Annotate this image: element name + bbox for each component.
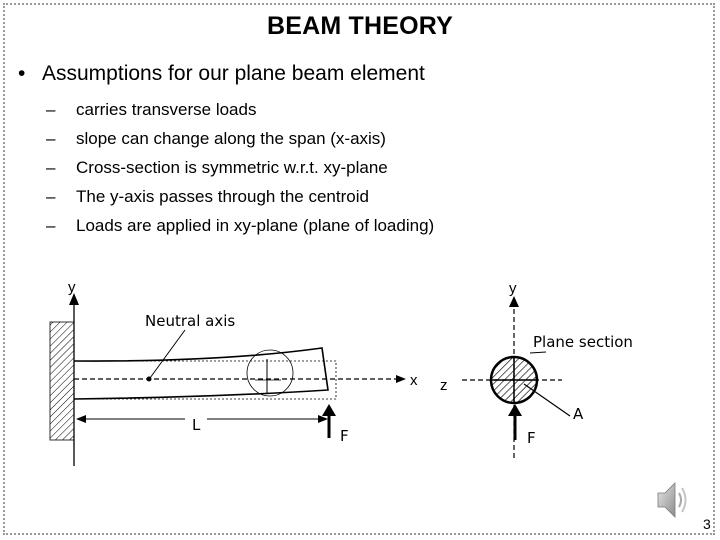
list-item: – slope can change along the span (x-axis… — [46, 124, 434, 153]
z-axis-label: z — [440, 377, 448, 394]
list-item-text: slope can change along the span (x-axis) — [76, 129, 386, 148]
bullet-symbol: • — [18, 62, 26, 85]
deformed-beam — [73, 347, 329, 400]
area-label: A — [573, 405, 584, 423]
list-item-text: Cross-section is symmetric w.r.t. xy-pla… — [76, 158, 388, 177]
length-label-bg — [185, 410, 207, 430]
speaker-icon[interactable] — [655, 478, 691, 522]
neutral-axis-dot — [146, 376, 152, 382]
list-item: – carries transverse loads — [46, 95, 434, 124]
plane-section-label: Plane section — [533, 333, 633, 351]
fixed-support — [49, 321, 75, 441]
list-item-text: The y-axis passes through the centroid — [76, 187, 369, 206]
dash-symbol: – — [46, 100, 56, 119]
dash-symbol: – — [46, 158, 56, 177]
neutral-axis-leader — [149, 329, 186, 379]
list-item-text: Loads are applied in xy-plane (plane of … — [76, 216, 435, 235]
list-item: – The y-axis passes through the centroid — [46, 182, 434, 211]
main-bullet: • Assumptions for our plane beam element — [18, 62, 425, 86]
slide-title: BEAM THEORY — [266, 12, 453, 40]
beam-y-label: y — [68, 279, 76, 296]
area-leader — [523, 383, 571, 417]
tip-force-label: F — [340, 427, 349, 445]
beam-x-axis — [74, 375, 406, 383]
page-number: 3 — [703, 516, 711, 532]
section-force-label: F — [527, 429, 536, 447]
tip-force-arrow — [322, 404, 336, 438]
slide-border — [3, 3, 715, 535]
assumption-list: – carries transverse loads – slope can cha… — [46, 95, 434, 240]
detail-circle — [246, 349, 294, 397]
dash-symbol: – — [46, 216, 56, 235]
list-item: – Loads are applied in xy-plane (plane of… — [46, 211, 434, 240]
x-axis-label: x — [410, 372, 418, 389]
dash-symbol: – — [46, 129, 56, 148]
section-y-label: y — [509, 280, 517, 297]
list-item: – Cross-section is symmetric w.r.t. xy-pl… — [46, 153, 434, 182]
list-item-text: carries transverse loads — [76, 100, 257, 119]
undeformed-beam — [73, 360, 337, 400]
length-label: L — [192, 416, 201, 434]
plane-section-leader — [529, 351, 547, 354]
main-bullet-text: Assumptions for our plane beam element — [42, 62, 425, 85]
section-force-arrow — [508, 404, 522, 440]
dash-symbol: – — [46, 187, 56, 206]
neutral-axis-label: Neutral axis — [145, 312, 235, 330]
